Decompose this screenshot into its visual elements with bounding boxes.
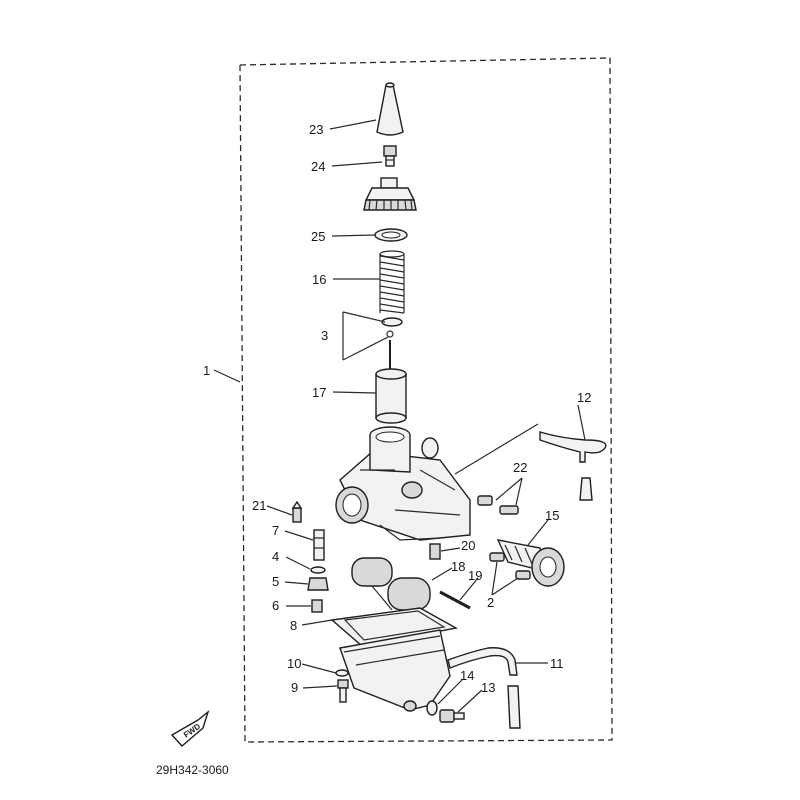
part-4-o-ring bbox=[310, 566, 326, 574]
mixing-chamber-top bbox=[363, 177, 417, 211]
part-9-screw bbox=[337, 679, 349, 703]
part-11-drain-hose bbox=[447, 647, 521, 729]
part-3-needle-set bbox=[342, 311, 403, 372]
part-19-float-pin bbox=[439, 590, 471, 610]
part-23-cap bbox=[376, 84, 404, 136]
callout-6: 6 bbox=[272, 598, 279, 613]
carburetor-body bbox=[335, 426, 471, 541]
callout-8: 8 bbox=[290, 618, 297, 633]
part-12-vent-hose bbox=[539, 431, 607, 501]
part-15-starter-plunger bbox=[496, 539, 565, 587]
fwd-direction-marker: FWD bbox=[170, 710, 210, 747]
callout-12: 12 bbox=[577, 390, 591, 405]
part-13-drain-screw bbox=[439, 709, 465, 723]
callout-23: 23 bbox=[309, 122, 323, 137]
callout-labels: 23 24 25 16 3 1 17 12 22 21 15 7 20 4 18… bbox=[203, 122, 591, 695]
callout-20: 20 bbox=[461, 538, 475, 553]
part-10-washer bbox=[335, 669, 349, 677]
part-25-washer bbox=[374, 228, 408, 242]
callout-21: 21 bbox=[252, 498, 266, 513]
part-14-washer bbox=[426, 700, 438, 716]
callout-13: 13 bbox=[481, 680, 495, 695]
part-22-screws bbox=[477, 495, 519, 515]
callout-18: 18 bbox=[451, 559, 465, 574]
callout-25: 25 bbox=[311, 229, 325, 244]
callout-24: 24 bbox=[311, 159, 325, 174]
callout-17: 17 bbox=[312, 385, 326, 400]
drawing-code: 29H342-3060 bbox=[156, 763, 229, 777]
callout-10: 10 bbox=[287, 656, 301, 671]
assembly-boundary bbox=[239, 57, 613, 743]
part-18-float bbox=[351, 557, 431, 611]
callout-5: 5 bbox=[272, 574, 279, 589]
part-24-adjuster bbox=[383, 145, 397, 167]
part-8-gasket bbox=[330, 607, 459, 647]
callout-19: 19 bbox=[468, 568, 482, 583]
part-21-air-jet bbox=[291, 500, 303, 523]
part-2-screws bbox=[489, 552, 531, 580]
callout-11: 11 bbox=[550, 656, 564, 671]
callout-3: 3 bbox=[321, 328, 328, 343]
float-bowl bbox=[339, 629, 451, 712]
callout-16: 16 bbox=[312, 272, 326, 287]
callout-14: 14 bbox=[460, 668, 474, 683]
callout-1: 1 bbox=[203, 363, 210, 378]
part-20-float-valve bbox=[429, 543, 441, 560]
leader-lines bbox=[213, 119, 586, 713]
callout-4: 4 bbox=[272, 549, 279, 564]
callout-2: 2 bbox=[487, 595, 494, 610]
callout-9: 9 bbox=[291, 680, 298, 695]
part-7-needle-jet bbox=[313, 529, 325, 561]
part-16-spring bbox=[379, 250, 405, 314]
part-6-pilot-jet bbox=[311, 599, 323, 613]
callout-7: 7 bbox=[272, 523, 279, 538]
part-5-main-jet bbox=[307, 577, 329, 591]
callout-22: 22 bbox=[513, 460, 527, 475]
callout-15: 15 bbox=[545, 508, 559, 523]
part-17-throttle-valve bbox=[375, 368, 407, 424]
